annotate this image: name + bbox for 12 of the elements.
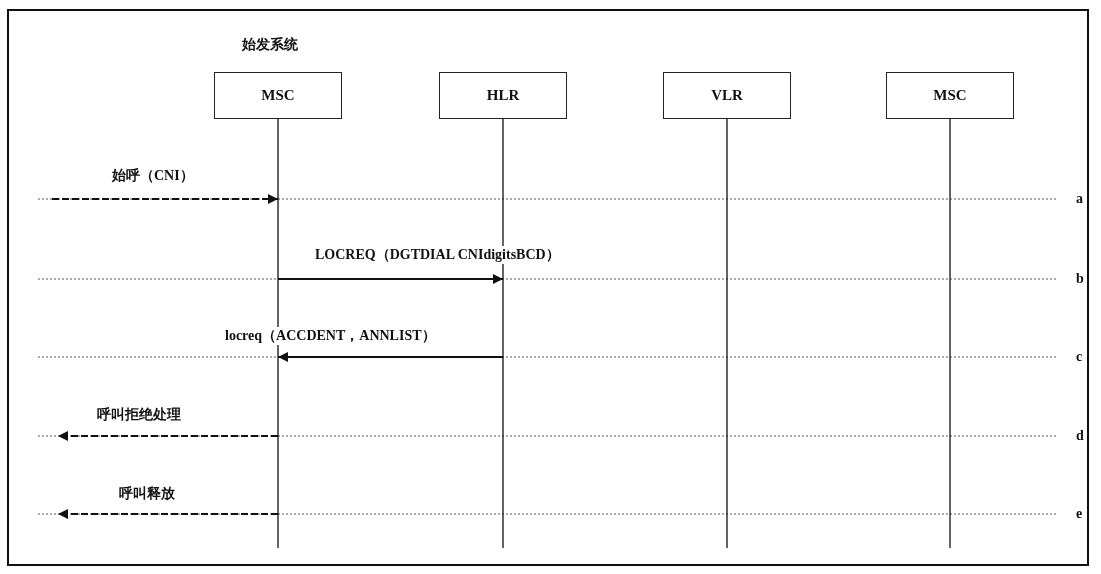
participant-box: VLR xyxy=(663,72,791,119)
participant-box: MSC xyxy=(214,72,342,119)
message-arrow xyxy=(57,509,279,519)
participant-caption: 始发系统 xyxy=(240,36,300,54)
message-arrow xyxy=(57,431,279,441)
message-arrow xyxy=(51,194,279,204)
participant-box: MSC xyxy=(886,72,1014,119)
message-arrow xyxy=(277,274,504,284)
message-arrow xyxy=(277,352,504,362)
message-label: 呼叫释放 xyxy=(117,485,177,503)
participant-box: HLR xyxy=(439,72,567,119)
message-label: 呼叫拒绝处理 xyxy=(95,406,183,424)
